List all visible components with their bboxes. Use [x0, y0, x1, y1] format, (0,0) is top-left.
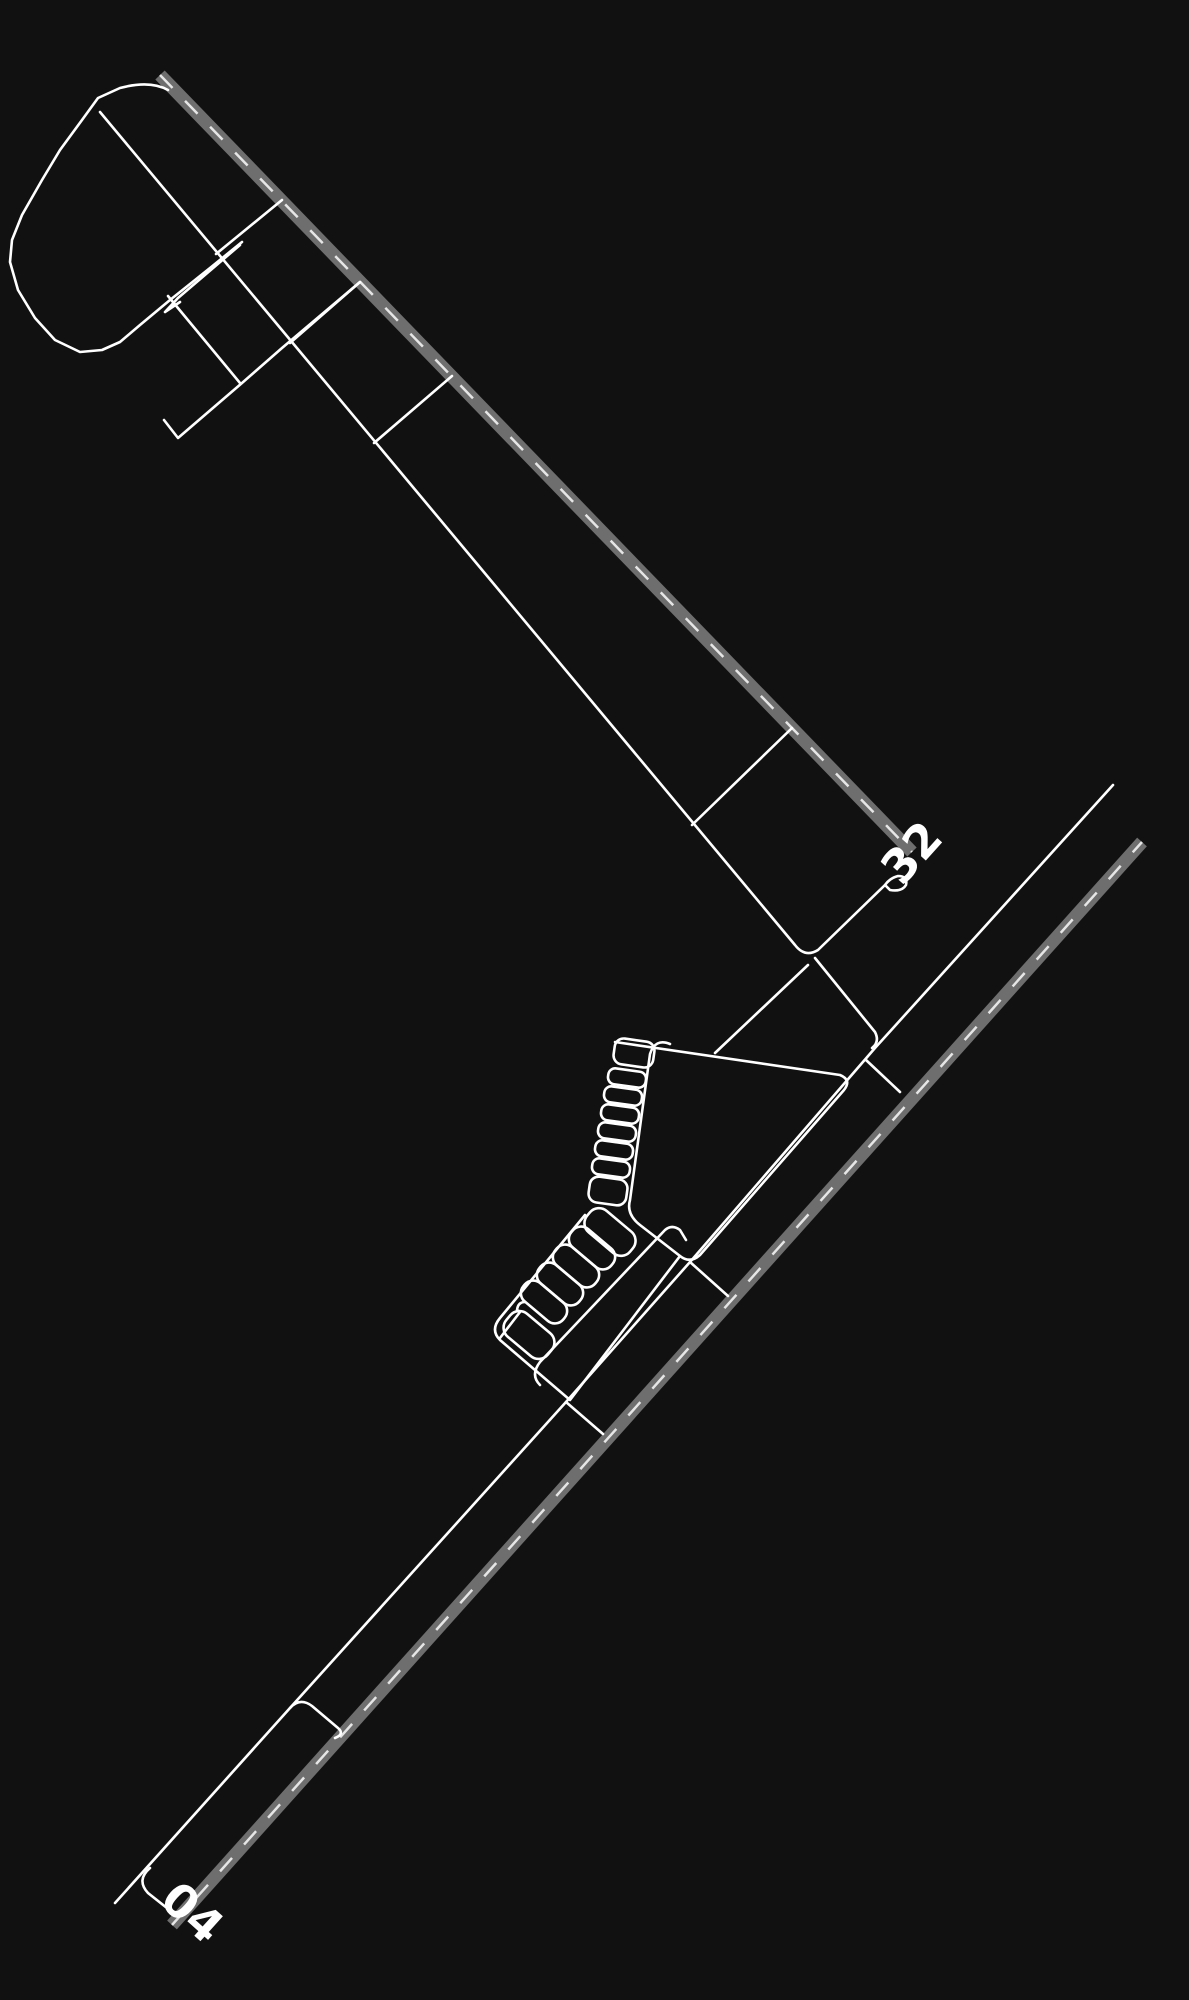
holding-point-32[interactable] — [883, 874, 908, 892]
apron-inner-edge[interactable] — [533, 1225, 688, 1387]
entrance-north[interactable] — [864, 1058, 902, 1094]
entrance-a3[interactable] — [288, 1700, 343, 1740]
entrance-04-threshold[interactable] — [141, 1866, 174, 1914]
connector-d[interactable] — [690, 726, 794, 827]
apron-lower-edge[interactable] — [493, 1213, 682, 1402]
runway-04-22[interactable] — [167, 837, 1147, 1930]
parallel-taxiway-14-32[interactable] — [98, 110, 887, 955]
connector-a[interactable] — [214, 198, 284, 256]
taxiway-link-ramp[interactable] — [713, 963, 810, 1055]
aircraft-stands[interactable] — [498, 1037, 656, 1364]
entrance-a1[interactable] — [688, 1260, 730, 1298]
northwest-apron-loop[interactable] — [8, 83, 244, 354]
connector-c[interactable] — [372, 374, 454, 445]
connector-a1[interactable] — [166, 294, 242, 385]
runway-label-04: 04 — [151, 1871, 235, 1954]
runway-14-32[interactable] — [155, 70, 917, 857]
entrance-a2[interactable] — [564, 1400, 605, 1436]
taxiway-link-north[interactable] — [813, 956, 879, 1050]
main-apron-outline[interactable] — [613, 1040, 849, 1262]
parallel-taxiway-04-22[interactable] — [113, 783, 1115, 1905]
connector-b[interactable] — [288, 280, 362, 345]
apron-stub[interactable] — [163, 243, 242, 314]
